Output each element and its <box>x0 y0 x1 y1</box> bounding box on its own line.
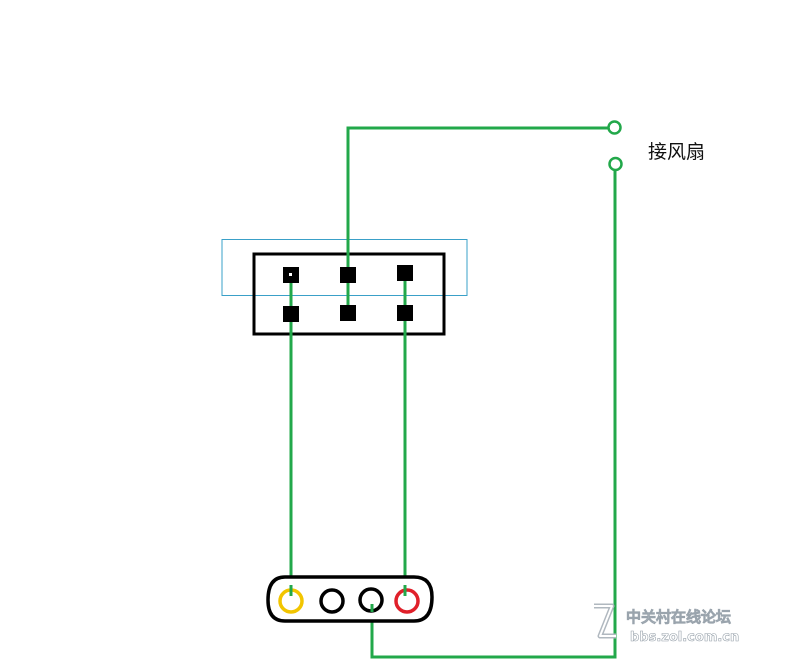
pin-top-left-dot <box>289 273 292 276</box>
molex-hole-red <box>394 588 420 614</box>
fan-label: 接风扇 <box>648 141 705 163</box>
watermark: 中关村在线论坛 bbs.zol.com.cn <box>594 603 740 645</box>
header-pins <box>283 265 413 322</box>
fan-terminal-top <box>607 120 622 135</box>
fan-terminal-bottom <box>608 156 623 172</box>
wires <box>289 126 617 659</box>
molex-hole-black-1 <box>319 588 345 614</box>
pin-bottom-middle <box>340 305 356 321</box>
pin-top-middle <box>340 267 356 283</box>
wire-top-middle-to-fan <box>346 126 609 274</box>
wire-ends <box>289 585 407 612</box>
selection-box <box>221 239 468 296</box>
watermark-brand: 中关村在线论坛 <box>626 608 731 626</box>
pin-top-right <box>397 265 413 281</box>
molex-connector <box>266 575 434 623</box>
pin-bottom-left <box>283 306 299 322</box>
watermark-url: bbs.zol.com.cn <box>630 630 739 645</box>
wire-black-to-fan <box>370 171 617 659</box>
pin-bottom-right <box>397 305 413 321</box>
